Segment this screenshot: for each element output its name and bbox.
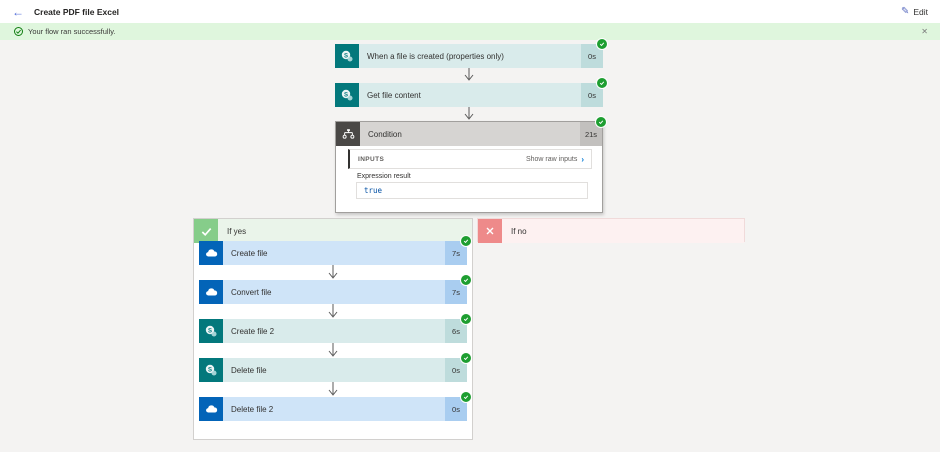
card-title: When a file is created (properties only) [359,44,581,68]
card-duration: 6s [445,319,467,343]
connector-arrow [464,107,474,120]
sharepoint-icon: S [335,83,359,107]
check-icon [194,219,218,243]
success-badge-icon [461,314,471,324]
page-title: Create PDF file Excel [34,6,120,17]
action-card-create-file[interactable]: Create file 7s [199,236,471,265]
sharepoint-icon: S [335,44,359,68]
card-title: Convert file [223,280,445,304]
success-badge-icon [461,236,471,246]
action-card-delete-file[interactable]: S Delete file 0s [199,353,471,382]
trigger-card[interactable]: S When a file is created (properties onl… [335,39,607,68]
onedrive-icon [199,241,223,265]
branch-if-no: If no [477,218,745,243]
condition-icon [336,122,360,146]
success-banner: Your flow ran successfully. ✕ [0,23,940,40]
svg-text:S: S [208,367,212,373]
card-title: Create file [223,241,445,265]
success-badge-icon [461,353,471,363]
card-title: Get file content [359,83,581,107]
branch-label: If no [502,219,744,243]
success-badge-icon [461,392,471,402]
card-duration: 0s [581,83,603,107]
back-arrow-icon[interactable]: ← [12,4,24,19]
svg-text:S: S [344,92,348,98]
onedrive-icon [199,397,223,421]
expression-result-value: true [364,186,383,195]
app-header: ← Create PDF file Excel ✎ Edit [0,0,940,23]
card-duration: 21s [580,122,602,146]
card-duration: 7s [445,241,467,265]
card-duration: 7s [445,280,467,304]
svg-text:S: S [208,328,212,334]
svg-text:S: S [344,53,348,59]
show-raw-inputs-link[interactable]: Show raw inputs [525,155,578,163]
sharepoint-icon: S [199,358,223,382]
card-duration: 0s [445,397,467,421]
onedrive-icon [199,280,223,304]
success-badge-icon [596,117,606,127]
expression-result-label: Expression result [357,173,411,180]
action-card-convert-file[interactable]: Convert file 7s [199,275,471,304]
chevron-right-icon[interactable]: › [581,154,584,164]
connector-arrow [328,382,338,396]
if-yes-header[interactable]: If yes [194,219,472,243]
success-badge-icon [597,39,607,49]
sharepoint-icon: S [199,319,223,343]
branch-if-yes: If yes Create file 7s Convert file 7s S … [193,218,473,440]
card-duration: 0s [581,44,603,68]
action-card-get-file-content[interactable]: S Get file content 0s [335,78,607,107]
success-badge-icon [597,78,607,88]
inputs-label: INPUTS [358,155,385,163]
banner-message: Your flow ran successfully. [28,27,116,36]
success-badge-icon [461,275,471,285]
pencil-icon: ✎ [900,6,910,17]
card-duration: 0s [445,358,467,382]
connector-arrow [464,68,474,81]
close-icon[interactable]: ✕ [921,27,928,36]
x-icon [478,219,502,243]
connector-arrow [328,343,338,357]
card-title: Delete file 2 [223,397,445,421]
edit-button[interactable]: ✎ Edit [900,6,928,17]
success-check-icon [14,27,23,36]
connector-arrow [328,265,338,279]
branch-label: If yes [218,219,472,243]
condition-card[interactable]: Condition 21s [336,117,606,146]
action-card-delete-file-2[interactable]: Delete file 2 0s [199,392,471,421]
if-no-header[interactable]: If no [478,219,744,243]
card-title: Delete file [223,358,445,382]
card-title: Condition [360,122,580,146]
inputs-section-header[interactable]: INPUTS Show raw inputs › [348,149,592,169]
expression-result-value-box: true [356,182,588,199]
card-title: Create file 2 [223,319,445,343]
condition-block: Condition 21s INPUTS Show raw inputs › E… [335,117,606,213]
connector-arrow [328,304,338,318]
action-card-create-file-2[interactable]: S Create file 2 6s [199,314,471,343]
